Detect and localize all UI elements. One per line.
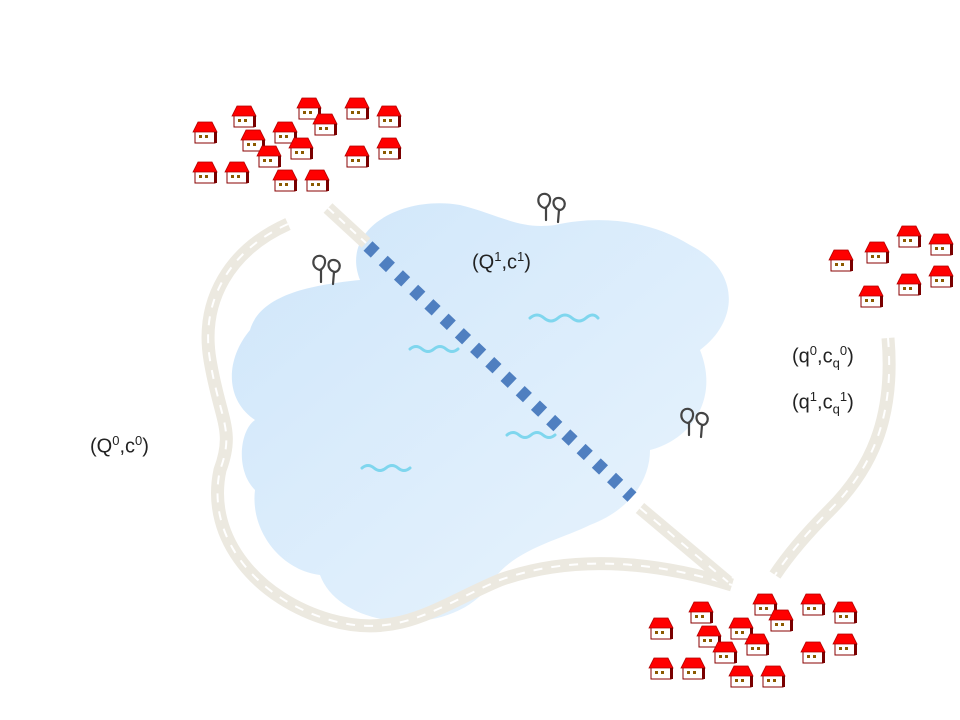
house-icon [760, 665, 786, 688]
house-icon [896, 273, 922, 296]
house-icon [344, 97, 370, 120]
house-icon [192, 121, 218, 144]
house-icon [272, 169, 298, 192]
road-network [201, 203, 896, 633]
house-icon [712, 641, 738, 664]
lake [231, 203, 729, 622]
wave-icon [360, 313, 600, 472]
road-bridge-north [323, 203, 371, 248]
house-icon [192, 161, 218, 184]
house-cluster-east [828, 225, 954, 308]
house-cluster-northwest [192, 97, 402, 192]
house-cluster-southeast [648, 593, 858, 688]
tree-icon [312, 192, 709, 439]
house-icon [256, 145, 282, 168]
house-icon [832, 633, 858, 656]
house-icon [828, 249, 854, 272]
road-flow-label-0: (q0,cq0) [792, 343, 854, 371]
house-icon [648, 657, 674, 680]
house-icon [231, 105, 257, 128]
house-icon [928, 265, 954, 288]
house-icon [800, 641, 826, 664]
house-icon [896, 225, 922, 248]
bridge [363, 241, 637, 502]
house-icon [304, 169, 330, 192]
house-icon [376, 137, 402, 160]
house-icon [864, 241, 890, 264]
house-icon [648, 617, 674, 640]
house-icon [344, 145, 370, 168]
house-icon [858, 285, 884, 308]
house-icon [928, 233, 954, 256]
bridge-flow-label: (Q1,c1) [472, 249, 531, 274]
house-icon [688, 601, 714, 624]
road-right [769, 337, 896, 579]
house-icon [728, 665, 754, 688]
house-icon [288, 137, 314, 160]
house-icon [832, 601, 858, 624]
house-icon [800, 593, 826, 616]
house-icon [376, 105, 402, 128]
house-icon [768, 609, 794, 632]
road-flow-label-1: (q1,cq1) [792, 389, 854, 417]
detour-flow-label: (Q0,c0) [90, 433, 149, 458]
house-icon [680, 657, 706, 680]
house-icon [744, 633, 770, 656]
house-icon [224, 161, 250, 184]
house-icon [312, 113, 338, 136]
